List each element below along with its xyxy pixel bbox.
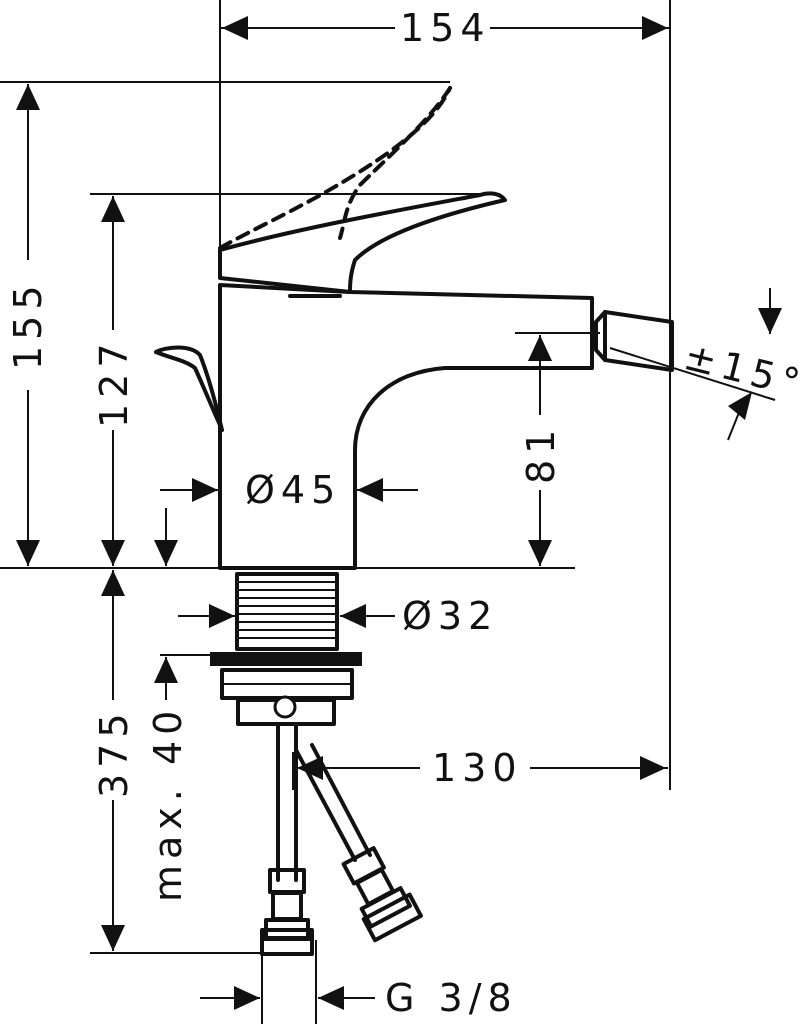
body-diameter-label: Ø45 <box>245 468 341 512</box>
projection-label: 130 <box>432 746 523 790</box>
faucet-body <box>154 86 674 570</box>
swivel-angle-label: ±15° <box>680 334 804 406</box>
hoses <box>260 722 423 956</box>
hose-length-label: 375 <box>92 707 136 798</box>
shank-diameter-label: Ø32 <box>402 594 498 638</box>
dimension-lines <box>16 16 782 1010</box>
max-thickness-label: max. 40 <box>146 705 190 902</box>
spout-height-label: 127 <box>92 337 136 428</box>
total-width-label: 154 <box>400 6 491 50</box>
outlet-height-label: 81 <box>519 424 563 484</box>
dimension-labels: 154 155 127 Ø45 81 ±15° Ø32 375 max. 40 … <box>6 6 804 1020</box>
connection-thread-label: G 3/8 <box>385 976 518 1020</box>
shank <box>210 572 362 726</box>
extension-lines <box>0 0 671 1024</box>
total-height-label: 155 <box>6 279 50 370</box>
